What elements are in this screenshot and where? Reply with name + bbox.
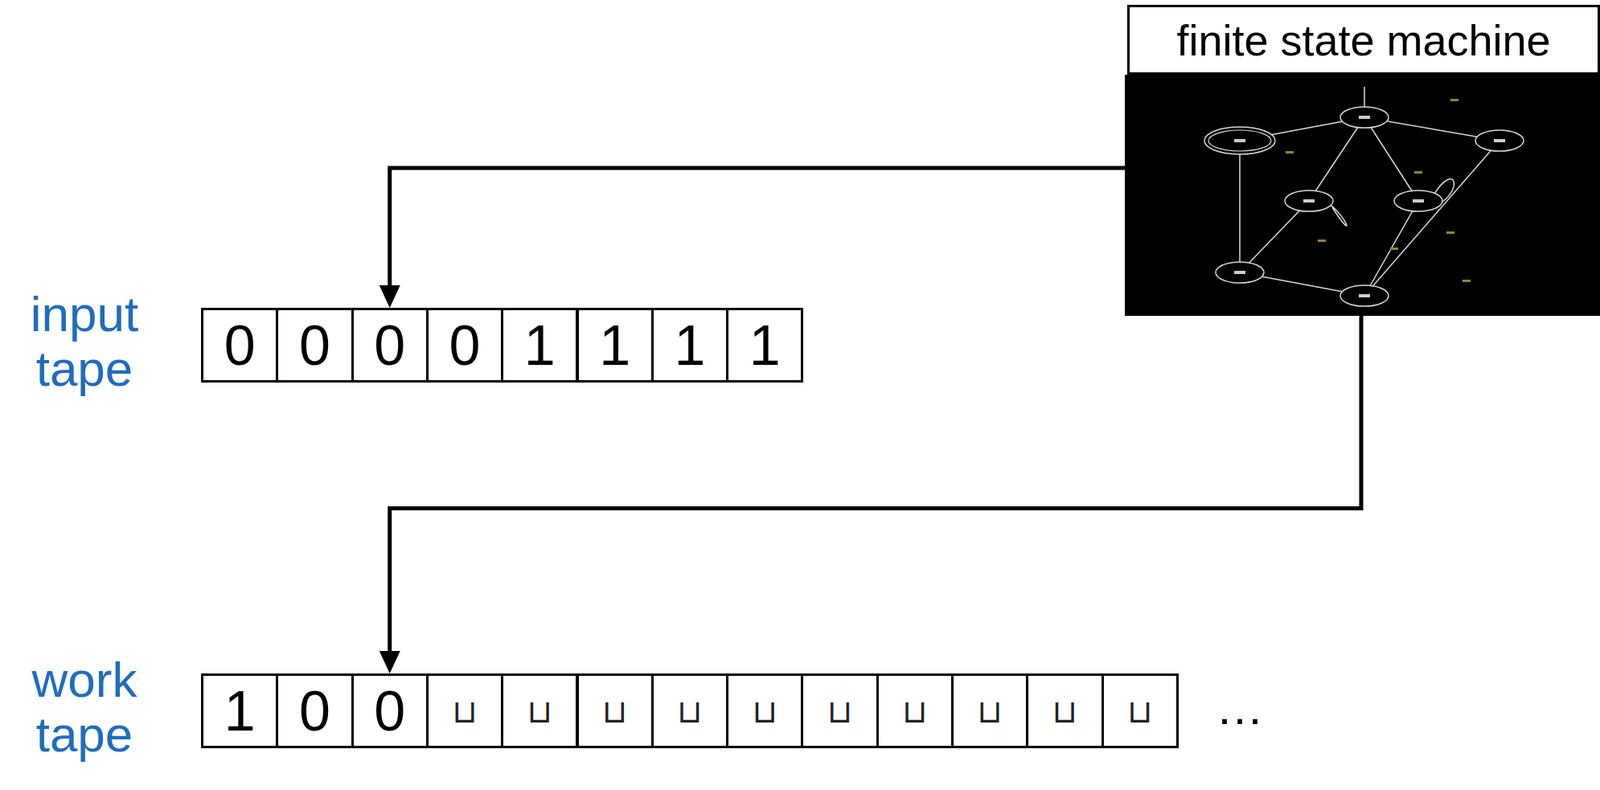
state-circle [1215,262,1264,284]
tape-symbol: 0 [449,317,481,374]
tape-symbol: 1 [749,317,781,374]
state-transition [1364,140,1500,296]
state-circle [1394,190,1443,212]
tape-cell: 0 [426,307,504,383]
tape-symbol: ⊔ [602,695,628,728]
state-mark [1234,139,1246,143]
state-transition [1364,117,1419,202]
tape-symbol: ⊔ [902,695,928,728]
tape-label: input tape [4,287,165,397]
tape-cell: 1 [576,307,654,383]
tape-cell: ⊔ [576,673,654,749]
tape-symbol: ⊔ [1052,695,1078,728]
state-mark [1493,139,1506,143]
connector-line [389,168,1125,286]
arrow-head [379,651,401,674]
state-circle [1340,285,1389,307]
state-transition [1238,140,1241,273]
tape-symbol: 0 [299,683,331,740]
tape-cell: ⊔ [1101,673,1179,749]
tape-symbol: 0 [224,317,256,374]
tape-symbol: 1 [224,683,256,740]
tape-symbol: 1 [673,317,706,374]
tape-cell: 0 [351,673,429,749]
illustration-ground [1124,74,1600,316]
transition-mark [1390,247,1399,251]
tape-cell: ⊔ [651,673,729,749]
state-transition [1239,201,1309,273]
tape-symbol: 1 [524,317,556,374]
tape-cell: 0 [351,307,429,383]
tape-symbol: ⊔ [827,695,853,728]
transition-mark [1317,239,1326,243]
state-circle [1475,130,1524,152]
tape-cell: ⊔ [500,673,579,749]
head-connector [379,315,1362,674]
tape-symbol: ⊔ [676,695,702,728]
head-connector [379,168,1125,308]
connector-line [389,315,1362,652]
state-mark [1358,294,1371,298]
transition-mark [1414,171,1423,174]
tape-symbol: 0 [373,683,406,740]
state-circle [1204,127,1276,155]
transition-mark [1446,231,1455,234]
state-mark [1412,199,1424,203]
state-machine-box: finite state machine [1124,4,1600,316]
tape-cell: ⊔ [876,673,954,749]
tape-symbol: 0 [373,317,406,374]
tape-cell: 0 [275,673,353,749]
tape-cell: 0 [275,307,353,383]
tape-cell: 1 [500,307,579,383]
transition-mark [1462,279,1471,283]
tape-cell: ⊔ [726,673,804,749]
state-circle [1284,190,1334,212]
state-mark [1234,270,1246,275]
transition-mark [1285,151,1294,154]
tape-cell: ⊔ [426,673,504,749]
state-transition [1308,117,1365,202]
state-circle [1340,106,1389,128]
tape-cell: 1 [726,307,804,383]
tape-symbol: ⊔ [977,695,1003,728]
tape-symbol: 1 [598,317,631,374]
tape-cell: ⊔ [1025,673,1104,749]
title-box: finite state machine [1127,4,1600,75]
start-arrow [1363,86,1366,107]
tape-cell: ⊔ [951,673,1029,749]
state-mark [1303,199,1315,203]
tape-symbol: ⊔ [451,695,477,728]
transition-mark [1450,98,1459,102]
tape-cell: 0 [201,307,279,383]
arrow-head [379,285,401,308]
tape-cell: 1 [651,307,729,383]
machine-title: finite state machine [1176,15,1551,66]
continuation-dots: … [1215,680,1264,736]
accept-ring [1208,130,1272,152]
state-mark [1358,115,1371,119]
tape-symbol: ⊔ [527,695,553,728]
tape-symbol: ⊔ [752,695,778,728]
tape-symbol: 0 [299,317,331,374]
state-graph-illustration [1124,74,1600,316]
tape-cell: 1 [201,673,279,749]
tape-cell: ⊔ [800,673,878,749]
tape-label: work tape [4,652,165,763]
tape-symbol: ⊔ [1127,695,1153,728]
state-transition [1364,201,1419,296]
